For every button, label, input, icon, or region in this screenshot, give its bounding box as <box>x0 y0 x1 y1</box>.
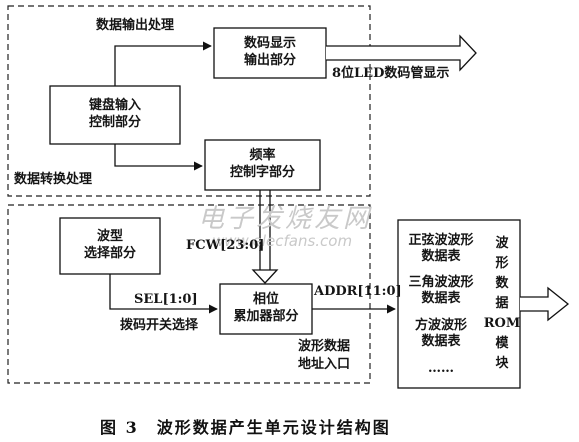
sel-label: SEL[1:0] <box>134 292 198 307</box>
freq-word-label: 频率 控制字部分 <box>229 148 295 180</box>
wave-addr-label: 波形数据 地址入口 <box>298 339 351 372</box>
figure-caption: 图 3 波形数据产生单元设计结构图 <box>100 418 391 437</box>
data-output-label: 数据输出处理 <box>96 18 175 33</box>
hollow-arrow-out <box>520 286 570 322</box>
fcw-arrow-head <box>251 269 279 284</box>
square-table-label: 方波波形 数据表 <box>414 318 467 349</box>
arrow-sel-to-phase <box>109 274 218 314</box>
dip-switch-label: 拨码开关选择 <box>120 318 199 333</box>
watermark-url: www.elecfans.com <box>212 232 353 250</box>
phase-acc-label: 相位 累加器部分 <box>233 292 299 324</box>
block-freq-word <box>204 139 321 191</box>
arrow-keyboard-to-freq <box>114 144 203 171</box>
lower-dashed-region <box>7 204 371 384</box>
data-convert-label: 数据转换处理 <box>14 172 93 187</box>
tri-table-label: 三角波波形 数据表 <box>408 275 474 306</box>
waveform-select-label: 波型 选择部分 <box>83 229 136 261</box>
ellipsis-label: …… <box>428 361 454 376</box>
digit-display-label: 数码显示 输出部分 <box>243 36 296 68</box>
rom-title-label: 波 形 数 据 ROM 模 块 <box>483 236 521 371</box>
upper-dashed-region <box>7 5 371 197</box>
sine-table-label: 正弦波波形 数据表 <box>408 233 474 264</box>
addr-label: ADDR[11:0] <box>314 284 402 299</box>
fcw-label: FCW[23:0] <box>186 238 265 253</box>
watermark-cn: 电子发烧友网 <box>198 204 373 234</box>
hollow-arrow-led <box>326 34 477 72</box>
arrow-keyboard-to-display <box>114 41 212 86</box>
keyboard-label: 键盘输入 控制部分 <box>88 98 141 130</box>
led-display-label: 8位LED数码管显示 <box>332 66 450 81</box>
